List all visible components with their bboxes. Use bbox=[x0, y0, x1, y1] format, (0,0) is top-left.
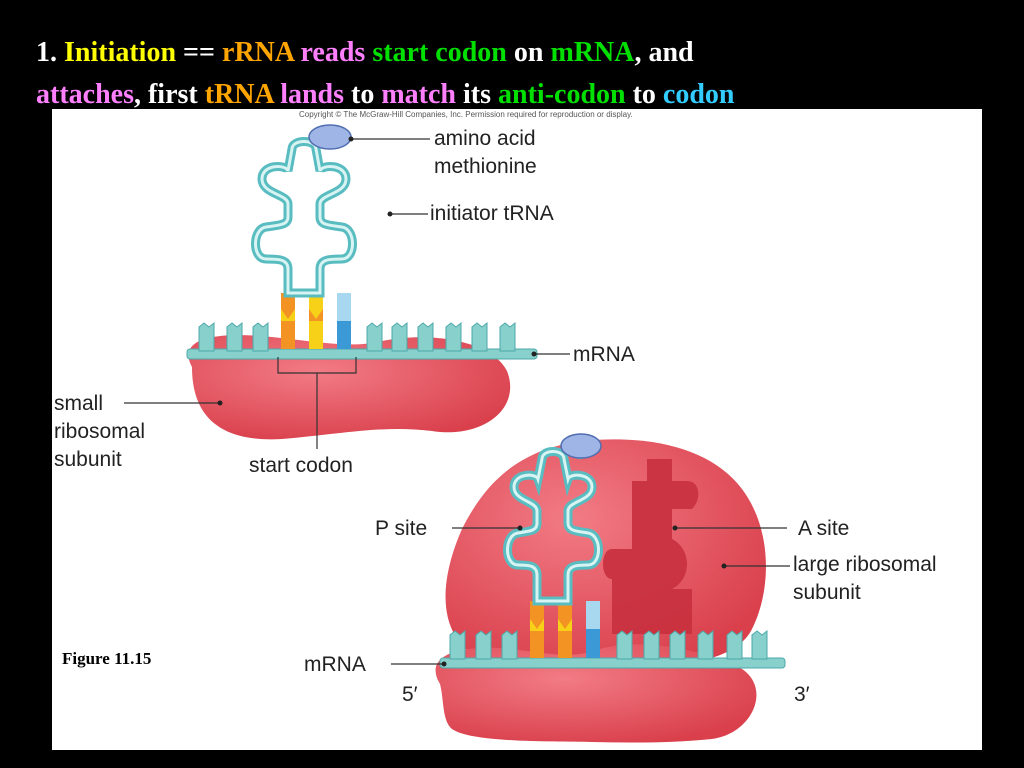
mrna-base bbox=[391, 321, 408, 352]
figure-caption: Figure 11.15 bbox=[62, 649, 152, 668]
title-segment: reads bbox=[300, 37, 366, 68]
label-subunit: subunit bbox=[54, 448, 122, 471]
mrna-base bbox=[449, 629, 466, 660]
title-segment: match bbox=[381, 79, 457, 110]
label-large-subunit: subunit bbox=[793, 581, 861, 604]
start-codon-bases bbox=[281, 293, 351, 349]
mrna-base bbox=[417, 321, 434, 352]
label-mrna-top: mRNA bbox=[573, 343, 635, 366]
mrna-base bbox=[726, 629, 743, 660]
mrna-base bbox=[445, 321, 462, 352]
title-segment: mRNA bbox=[550, 37, 635, 68]
title-segment: tRNA bbox=[204, 79, 274, 110]
label-small: small bbox=[54, 392, 103, 415]
mrna-base bbox=[643, 629, 660, 660]
small-ribosomal-subunit-bottom bbox=[435, 644, 757, 743]
methionine-amino-acid-top bbox=[308, 124, 352, 150]
codon-anticodon-pair-bottom bbox=[530, 601, 600, 658]
title-segment: its bbox=[456, 79, 499, 110]
label-a-site: A site bbox=[798, 517, 849, 540]
label-amino-acid: amino acid bbox=[434, 127, 536, 150]
mrna-strand-top bbox=[186, 321, 538, 360]
label-ribosomal: ribosomal bbox=[54, 420, 145, 443]
mrna-base bbox=[366, 321, 383, 352]
title-segment: rRNA bbox=[221, 37, 294, 68]
mrna-strand-bottom bbox=[439, 629, 786, 669]
label-large-ribosomal: large ribosomal bbox=[793, 553, 937, 576]
large-ribosomal-subunit bbox=[445, 439, 766, 666]
title-segment: to bbox=[344, 79, 382, 110]
copyright-notice: Copyright © The McGraw-Hill Companies, I… bbox=[299, 110, 633, 119]
mrna-base bbox=[669, 629, 686, 660]
title-line-2: attaches, first tRNA lands to match its … bbox=[36, 79, 735, 110]
label-three-prime: 3′ bbox=[794, 683, 810, 706]
title-segment: anti-codon bbox=[498, 79, 626, 110]
title-segment: attaches bbox=[36, 79, 134, 110]
mrna-base bbox=[697, 629, 714, 660]
title-segment: , first bbox=[133, 79, 205, 110]
mrna-base bbox=[252, 321, 269, 352]
title-segment: start codon bbox=[372, 37, 507, 68]
mrna-base bbox=[471, 321, 488, 352]
mrna-base bbox=[616, 629, 633, 660]
label-methionine: methionine bbox=[434, 155, 537, 178]
mrna-base bbox=[226, 321, 243, 352]
title-segment: == bbox=[176, 37, 222, 68]
mrna-base bbox=[475, 629, 492, 660]
label-start-codon: start codon bbox=[249, 454, 353, 477]
label-five-prime: 5′ bbox=[402, 683, 418, 706]
title-segment: 1. bbox=[36, 37, 64, 68]
mrna-base bbox=[198, 321, 215, 352]
slide-title: 1. Initiation == rRNA reads start codon … bbox=[36, 32, 996, 116]
figure-illustration: Copyright © The McGraw-Hill Companies, I… bbox=[54, 110, 937, 743]
title-segment: lands bbox=[280, 79, 345, 110]
title-segment: on bbox=[506, 37, 551, 68]
small-ribosomal-subunit-top bbox=[188, 335, 511, 440]
translation-initiation-figure: Copyright © The McGraw-Hill Companies, I… bbox=[52, 109, 982, 750]
label-mrna-bottom: mRNA bbox=[304, 653, 366, 676]
title-segment: , and bbox=[634, 37, 694, 68]
title-segment: Initiation bbox=[64, 37, 177, 68]
label-initiator-trna: initiator tRNA bbox=[430, 202, 554, 225]
title-segment: to bbox=[625, 79, 663, 110]
mrna-base bbox=[499, 321, 516, 352]
mrna-base bbox=[501, 629, 518, 660]
methionine-amino-acid-bottom bbox=[560, 433, 602, 459]
title-line-1: 1. Initiation == rRNA reads start codon … bbox=[36, 37, 694, 68]
title-segment bbox=[294, 37, 301, 68]
label-p-site: P site bbox=[375, 517, 427, 540]
initiator-trna-top bbox=[251, 135, 357, 298]
mrna-base bbox=[751, 629, 768, 660]
title-segment: codon bbox=[662, 79, 735, 110]
start-codon-bracket bbox=[277, 357, 357, 449]
